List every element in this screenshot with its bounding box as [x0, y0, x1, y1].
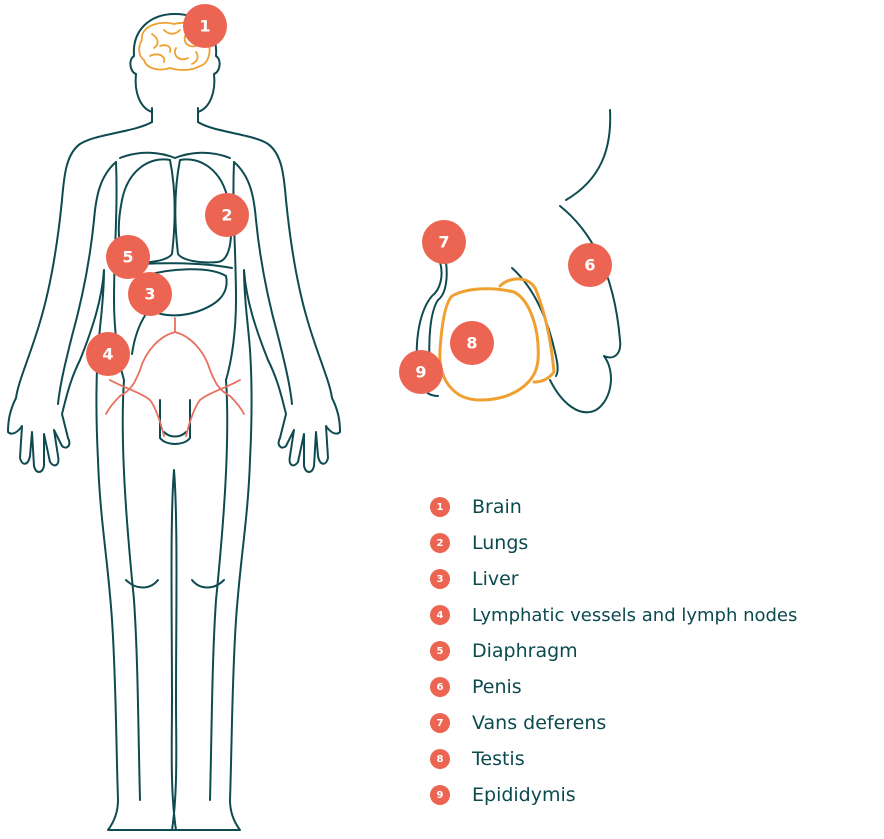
left-leg-inner — [123, 380, 140, 800]
marker-6-number: 6 — [584, 256, 595, 275]
legend-item-diaphragm: 5 Diaphragm — [430, 638, 578, 664]
legend-label: Epididymis — [472, 784, 576, 806]
collar-line — [120, 153, 230, 158]
marker-5: 5 — [106, 235, 150, 279]
legend-label: Lymphatic vessels and lymph nodes — [472, 605, 797, 626]
legend-number: 1 — [430, 497, 450, 517]
legend-number: 6 — [430, 677, 450, 697]
legend-label: Liver — [472, 568, 519, 590]
marker-5-number: 5 — [122, 248, 133, 267]
detail-body-contour — [566, 110, 610, 200]
body-genitals-base — [164, 432, 186, 437]
legend-number: 2 — [430, 533, 450, 553]
marker-1: 1 — [183, 4, 227, 48]
legend-item-brain: 1 Brain — [430, 494, 522, 520]
marker-3-number: 3 — [144, 285, 155, 304]
detail-penis — [550, 206, 620, 412]
legend-item-penis: 6 Penis — [430, 674, 522, 700]
right-knee — [192, 580, 224, 588]
legend-label: Lungs — [472, 532, 528, 554]
marker-7: 7 — [422, 220, 466, 264]
legend-item-testis: 8 Testis — [430, 746, 525, 772]
lymphatic-illustration — [106, 318, 244, 436]
marker-7-number: 7 — [438, 233, 449, 252]
neck-outline — [152, 108, 198, 122]
marker-9: 9 — [399, 350, 443, 394]
left-knee — [126, 580, 158, 588]
legend-label: Penis — [472, 676, 522, 698]
abdomen-line — [132, 314, 146, 354]
marker-1-number: 1 — [199, 17, 210, 36]
legend-number: 4 — [430, 605, 450, 625]
right-arm-inner — [234, 162, 292, 404]
body-figure — [8, 14, 340, 830]
legend-item-liver: 3 Liver — [430, 566, 519, 592]
legend-item-lymphatic: 4 Lymphatic vessels and lymph nodes — [430, 602, 797, 628]
marker-8: 8 — [450, 321, 494, 365]
legend-number: 5 — [430, 641, 450, 661]
legend-number: 3 — [430, 569, 450, 589]
marker-2-number: 2 — [221, 206, 232, 225]
legend-label: Testis — [472, 748, 525, 770]
right-leg-inner — [210, 380, 227, 800]
legend-item-lungs: 2 Lungs — [430, 530, 528, 556]
marker-8-number: 8 — [466, 334, 477, 353]
marker-3: 3 — [128, 272, 172, 316]
marker-2: 2 — [205, 193, 249, 237]
legend-number: 9 — [430, 785, 450, 805]
legend-label: Brain — [472, 496, 522, 518]
marker-6: 6 — [568, 243, 612, 287]
marker-4: 4 — [86, 332, 130, 376]
legend-label: Diaphragm — [472, 640, 578, 662]
legend-number: 7 — [430, 713, 450, 733]
marker-4-number: 4 — [102, 345, 113, 364]
legend-label: Vans deferens — [472, 712, 606, 734]
legend-item-vas-deferens: 7 Vans deferens — [430, 710, 606, 736]
legend-number: 8 — [430, 749, 450, 769]
marker-9-number: 9 — [415, 363, 426, 382]
legend-item-epididymis: 9 Epididymis — [430, 782, 576, 808]
